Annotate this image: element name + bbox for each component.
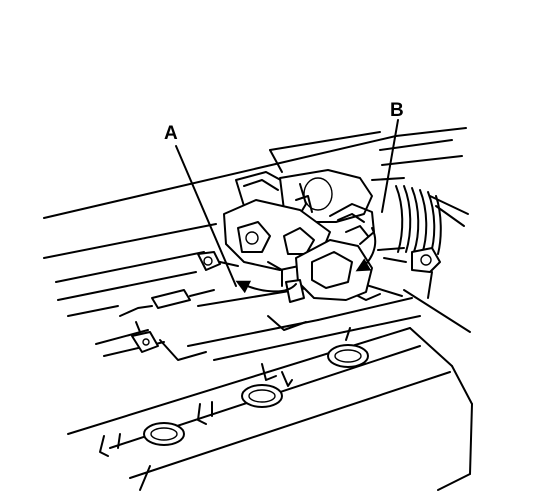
arrow-b xyxy=(355,227,377,272)
leader-lines xyxy=(175,119,399,287)
throttle-cable xyxy=(119,289,215,353)
intake-duct xyxy=(371,177,442,299)
throttle-body xyxy=(223,169,375,303)
cable-end xyxy=(197,251,239,271)
leader-b xyxy=(381,119,399,213)
rear-panel xyxy=(43,127,469,227)
callout-b-label: B xyxy=(390,100,404,121)
callout-a-label: A xyxy=(164,123,178,144)
arrow-a xyxy=(235,280,297,294)
leader-a xyxy=(175,145,237,287)
rotation-arrows xyxy=(235,227,377,294)
cylinder-head-cover xyxy=(67,279,473,491)
